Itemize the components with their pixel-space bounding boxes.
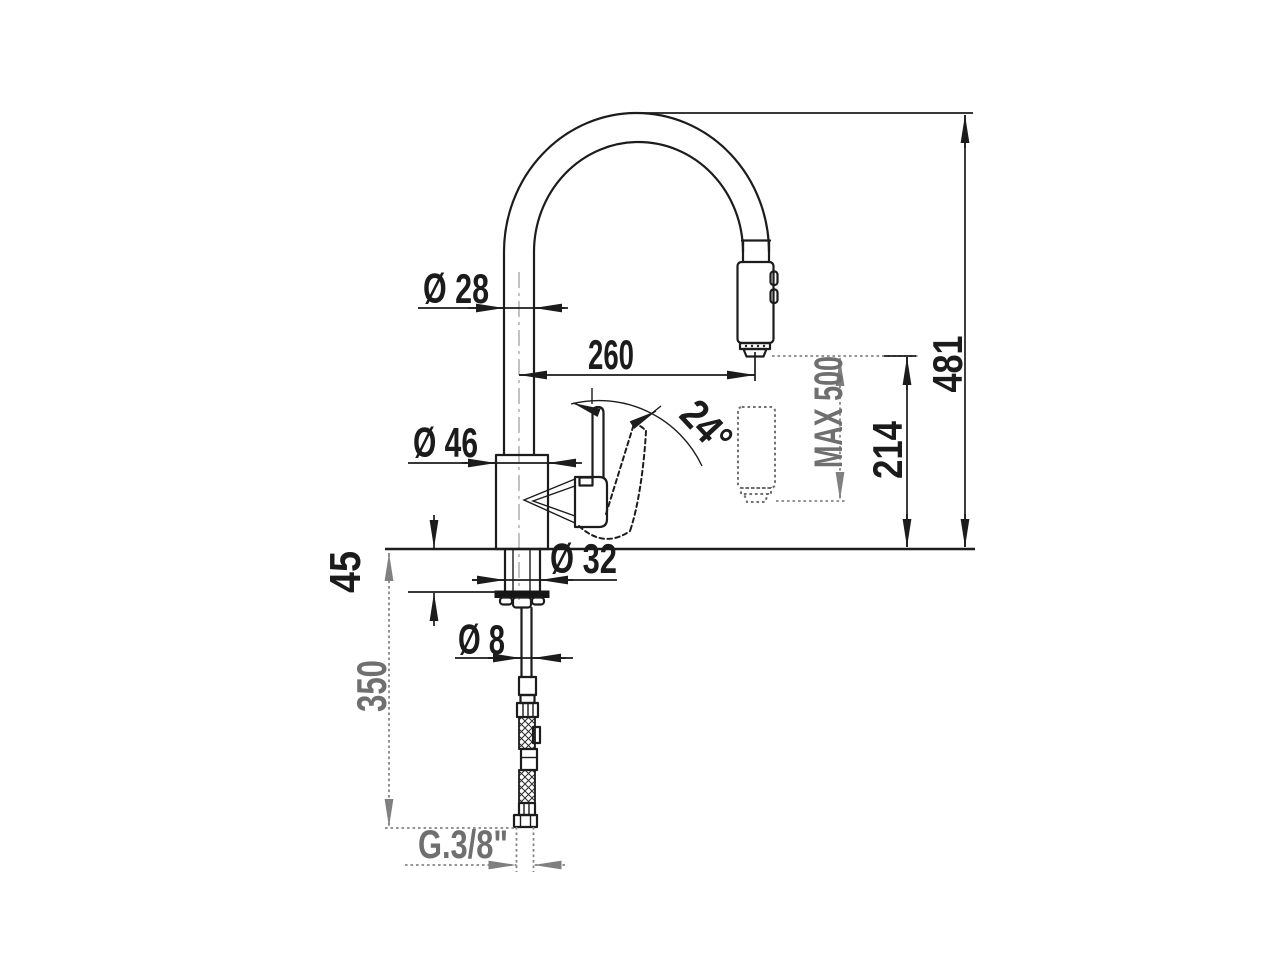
mounting-shank bbox=[503, 547, 542, 593]
dim-label-mounting-hole-diameter: Ø 32 bbox=[550, 535, 617, 582]
aerator-tip bbox=[742, 347, 768, 358]
dim-label-body-diameter: Ø 46 bbox=[413, 419, 478, 466]
spray-head-pulled-out-phantom bbox=[737, 406, 776, 503]
fixing-nut bbox=[494, 590, 550, 609]
dim-label-deck-clamp-height: 45 bbox=[321, 551, 370, 593]
dim-label-handle-angle: 24° bbox=[671, 390, 742, 462]
aerator-dot bbox=[762, 344, 766, 348]
dim-label-spout-reach: 260 bbox=[588, 331, 634, 378]
dim-handle-angle: 24° bbox=[570, 388, 742, 467]
dim-hose-max-extension: MAX 500 bbox=[772, 355, 918, 502]
dim-label-hose-length: 350 bbox=[348, 660, 395, 712]
handle-hub-cap bbox=[578, 476, 594, 487]
mixer-body bbox=[494, 453, 550, 551]
dim-total-height: 481 bbox=[630, 112, 973, 547]
dim-label-spout-tube-diameter: Ø 28 bbox=[423, 265, 489, 312]
spray-head-button-bottom bbox=[769, 288, 779, 305]
hose-end-nut bbox=[512, 813, 539, 829]
handle-cone-outer bbox=[522, 478, 576, 524]
dim-connection-thread: G.3/8" bbox=[405, 823, 565, 872]
dim-outlet-height: 214 bbox=[864, 355, 916, 547]
flexible-hose bbox=[512, 675, 542, 829]
aerator-dot bbox=[756, 344, 760, 348]
dim-label-connection-thread: G.3/8" bbox=[418, 823, 508, 867]
braided-hose-lower bbox=[518, 769, 536, 804]
dim-spout-tube-diameter: Ø 28 bbox=[418, 265, 568, 313]
spray-head-button-top bbox=[769, 270, 779, 287]
spout-outer-arc bbox=[502, 111, 771, 457]
dim-spout-reach: 260 bbox=[519, 331, 756, 381]
dim-body-diameter: Ø 46 bbox=[408, 419, 582, 468]
dim-deck-clamp-height: 45 bbox=[321, 515, 497, 626]
aerator-dot bbox=[750, 344, 754, 348]
spray-head bbox=[736, 260, 775, 345]
handle-lever-tilted bbox=[578, 424, 647, 540]
dim-mounting-hole-diameter: Ø 32 bbox=[472, 535, 617, 585]
dim-label-hose-max-extension: MAX 500 bbox=[807, 356, 851, 468]
dim-label-outlet-height: 214 bbox=[864, 420, 911, 479]
dim-label-total-height: 481 bbox=[924, 336, 971, 393]
spout-inner-arc bbox=[532, 140, 745, 457]
dim-supply-pipe-diameter: Ø 8 bbox=[455, 616, 573, 663]
handle-cone-inner bbox=[530, 485, 576, 517]
handle-lever bbox=[591, 405, 605, 480]
aerator-dot bbox=[744, 344, 748, 348]
dim-label-supply-pipe-diameter: Ø 8 bbox=[458, 616, 505, 663]
dim-hose-length: 350 bbox=[348, 553, 514, 829]
